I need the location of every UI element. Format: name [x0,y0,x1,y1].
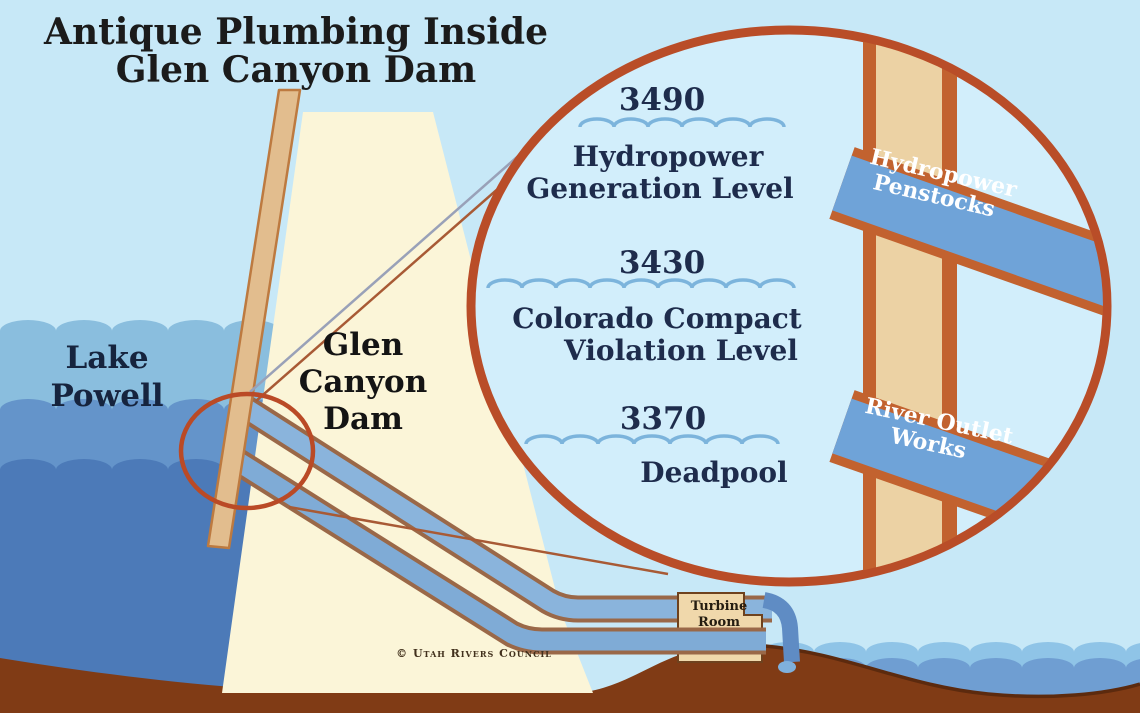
elevation-3370: 3370 [620,401,706,437]
level-3-name: Deadpool [640,456,787,489]
elevation-3490: 3490 [619,82,705,118]
dam-label-line1: Glen [323,327,404,363]
penstock-cross-section [832,155,1103,318]
level-1-name-line2: Generation Level [526,172,793,205]
dam-label-line3: Dam [323,401,403,437]
dam-label-line2: Canyon [299,364,428,400]
leader-line-bottom [288,505,669,576]
turbine-room-label-line1: Turbine [691,599,748,614]
page-title-line1: Antique Plumbing Inside [43,11,548,53]
waterline-3430 [486,278,796,289]
riverbed-ground [0,645,1140,713]
turbine-room-label-line2: Room [698,615,740,630]
dam-body [222,112,593,693]
outflow-splash [778,661,796,673]
waterline-3490 [578,117,786,128]
level-2-name-line1: Colorado Compact [512,302,802,335]
level-1-name-line1: Hydropower [573,140,765,173]
river-outlet-pipe [220,445,766,651]
credit-text: © Utah Rivers Council [396,647,552,660]
lake-powell-label-line1: Lake [65,340,148,376]
dam-column [876,34,942,578]
level-2-name-line2: Violation Level [563,334,798,367]
lake-powell-label-line2: Powell [50,378,163,414]
penstock-pipe [230,393,772,619]
intake-highlight-ellipse [178,391,316,511]
elevation-3430: 3430 [619,245,705,281]
outflow-spout [762,592,800,663]
ground-edge-line [764,644,1140,699]
waterline-3370 [524,434,780,445]
page-title-line2: Glen Canyon Dam [116,49,476,91]
